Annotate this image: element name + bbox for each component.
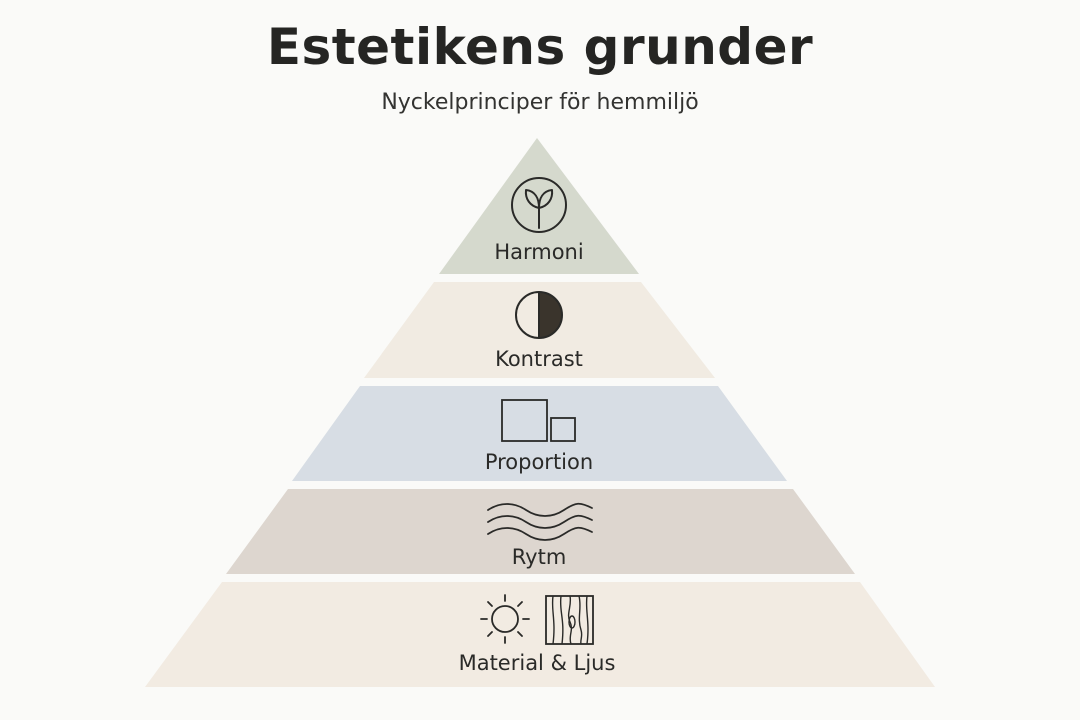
layer-rytm-label: Rytm [512,545,567,569]
pyramid-layer-proportion: Proportion [292,386,787,481]
layer-material-ljus-label: Material & Ljus [459,651,616,675]
layer-kontrast-label: Kontrast [495,347,583,371]
pyramid-layer-material-ljus: Material & Ljus [145,582,935,687]
layer-rytm-shape [226,489,855,574]
pyramid-layer-harmoni: Harmoni [439,138,639,274]
squares-proportion-icon [501,399,576,442]
waves-icon [487,502,593,541]
half-moon-contrast-icon [515,291,563,339]
layer-harmoni-label: Harmoni [494,240,583,264]
layer-proportion-shape [292,386,787,481]
plant-sprout-icon [511,177,567,233]
layer-material-ljus-shape [145,582,935,687]
wood-grain-icon [545,595,594,645]
layer-proportion-label: Proportion [485,450,593,474]
pyramid-layer-kontrast: Kontrast [364,282,715,378]
page-title: Estetikens grunder [266,18,814,76]
sun-icon [480,594,530,644]
pyramid-layer-rytm: Rytm [226,489,855,574]
page-subtitle: Nyckelprinciper för hemmiljö [381,90,699,115]
